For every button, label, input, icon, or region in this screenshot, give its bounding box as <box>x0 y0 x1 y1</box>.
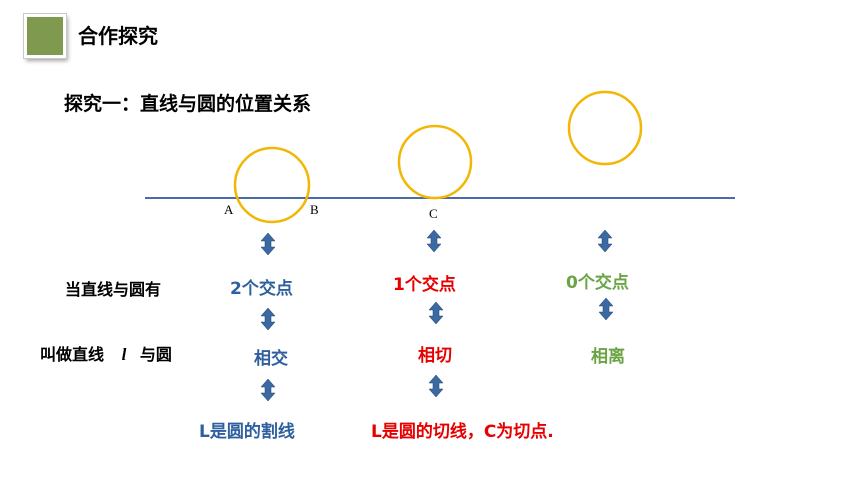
double-arrow-icon <box>428 301 444 325</box>
page-title: 合作探究 <box>78 24 158 48</box>
secant-circle <box>233 146 311 224</box>
section-badge <box>24 14 66 58</box>
secant-relation: 相交 <box>254 349 288 369</box>
tangent-count: 1个交点 <box>393 275 456 295</box>
double-arrow-icon <box>260 307 276 331</box>
tangent-relation: 相切 <box>418 346 452 366</box>
relation-row-label: 叫做直线 l 与圆 <box>40 341 172 365</box>
separate-circle <box>567 90 643 166</box>
double-arrow-icon <box>260 378 276 402</box>
separate-count: 0个交点 <box>566 273 629 293</box>
section-subtitle: 探究一：直线与圆的位置关系 <box>64 93 312 115</box>
secant-count: 2个交点 <box>230 279 293 299</box>
secant-definition: L是圆的割线 <box>199 422 295 442</box>
double-arrow-icon <box>260 232 276 256</box>
point-a-label: A <box>224 202 234 217</box>
separate-relation: 相离 <box>591 347 625 367</box>
point-c-label: C <box>429 206 438 221</box>
intersections-row-label: 当直线与圆有 <box>65 280 162 299</box>
point-b-label: B <box>310 202 319 217</box>
relation-label-prefix: 叫做直线 <box>40 345 105 364</box>
double-arrow-icon <box>426 229 442 253</box>
tangent-definition: L是圆的切线，C为切点. <box>371 422 554 442</box>
double-arrow-icon <box>428 374 444 398</box>
line-variable: l <box>121 345 127 364</box>
tangent-circle <box>397 124 473 200</box>
double-arrow-icon <box>598 297 614 321</box>
double-arrow-icon <box>597 229 613 253</box>
relation-label-suffix: 与圆 <box>139 345 172 364</box>
